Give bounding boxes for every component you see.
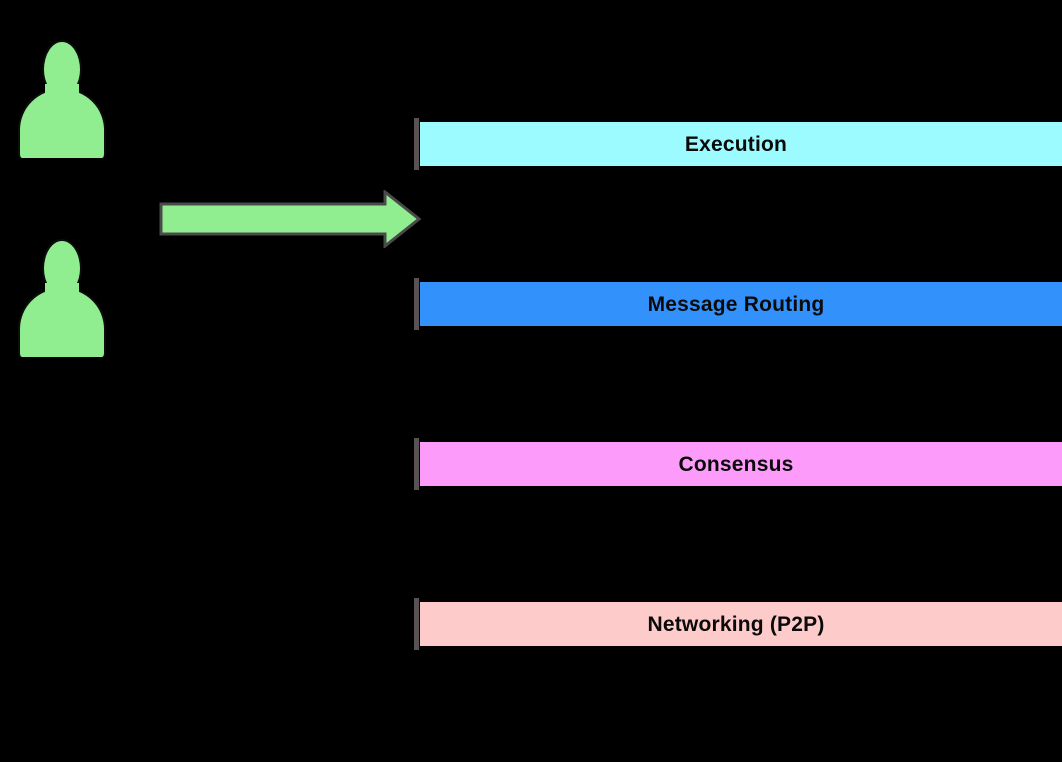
- layer-bar[interactable]: Message Routing: [420, 282, 1062, 326]
- layer-row-execution[interactable]: Execution: [414, 118, 1062, 170]
- layer-label: Message Routing: [647, 292, 825, 316]
- layer-tick-marker: [414, 118, 419, 170]
- user-actor-1[interactable]: [18, 40, 106, 158]
- layer-row-message-routing[interactable]: Message Routing: [414, 278, 1062, 330]
- layer-bar[interactable]: Execution: [420, 122, 1062, 166]
- layer-bar[interactable]: Networking (P2P): [420, 602, 1062, 646]
- layer-label: Consensus: [678, 452, 794, 476]
- layer-row-networking-p2p[interactable]: Networking (P2P): [414, 598, 1062, 650]
- layer-row-consensus[interactable]: Consensus: [414, 438, 1062, 490]
- layer-tick-marker: [414, 438, 419, 490]
- arrow-right-icon: [159, 190, 421, 248]
- layer-bar[interactable]: Consensus: [420, 442, 1062, 486]
- person-body-icon: [18, 287, 106, 357]
- layer-tick-marker: [414, 278, 419, 330]
- user-actor-2[interactable]: [18, 239, 106, 357]
- layer-label: Networking (P2P): [647, 612, 825, 636]
- person-neck-fill: [45, 84, 79, 96]
- layer-tick-marker: [414, 598, 419, 650]
- person-neck-fill: [45, 283, 79, 295]
- flow-arrow: [159, 190, 421, 248]
- layer-label: Execution: [684, 132, 788, 156]
- person-body-icon: [18, 88, 106, 158]
